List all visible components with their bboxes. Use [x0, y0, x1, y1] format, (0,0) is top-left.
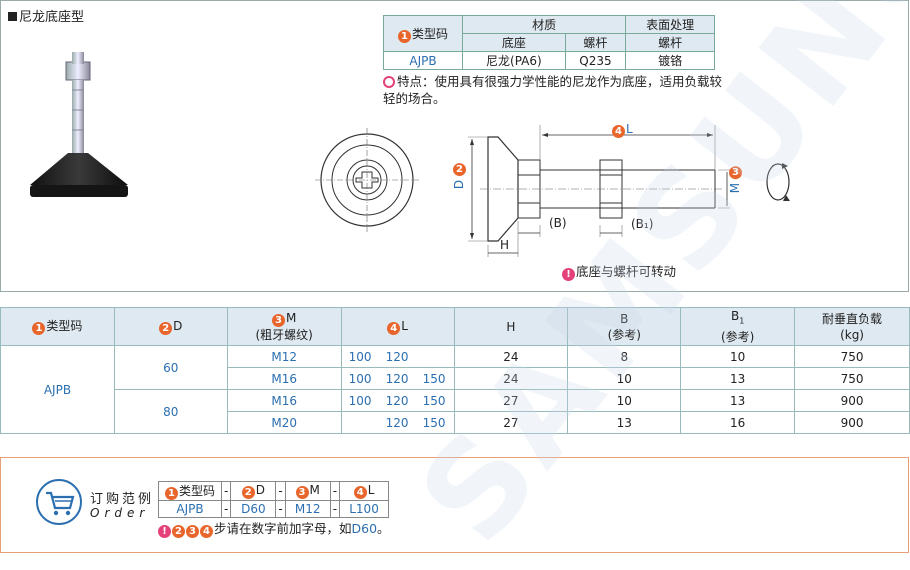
- rotation-arrow-icon: [766, 163, 790, 201]
- dimension-b1-label: (B₁): [631, 217, 654, 231]
- rotation-note: !底座与螺杆可转动: [562, 261, 676, 281]
- shopping-cart-icon: [36, 479, 82, 525]
- product-photo: [30, 52, 128, 197]
- dimension-h-label: H: [500, 238, 510, 252]
- order-subtitle: Order: [90, 506, 150, 520]
- side-view-drawing: [468, 125, 730, 257]
- dimension-b-label: (B): [549, 216, 567, 230]
- product-panel: [0, 0, 909, 292]
- front-view-drawing: [315, 128, 419, 232]
- dimension-d-label: D 2: [452, 163, 466, 190]
- product-title: 尼龙底座型: [8, 6, 84, 25]
- feature-icon: [383, 76, 395, 88]
- number-1-icon: 1: [397, 29, 411, 43]
- feature-note: 特点：使用具有很强力学性能的尼龙作为底座，适用负载较轻的场合。: [383, 74, 723, 106]
- order-title: 订购范例: [90, 492, 155, 507]
